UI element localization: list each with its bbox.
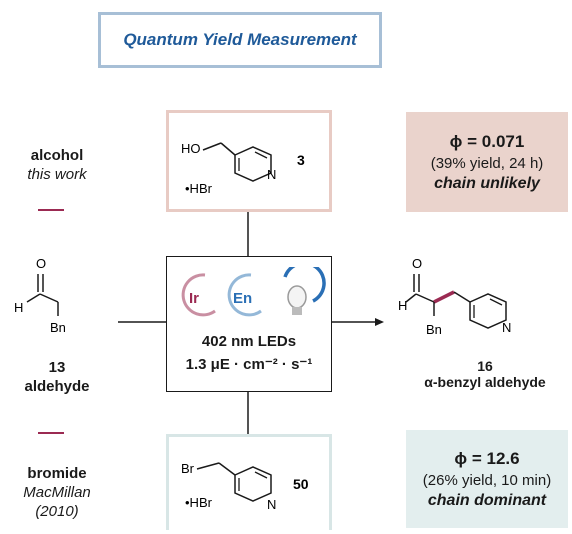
product-16-structure: O H Bn N <box>398 256 511 337</box>
alcohol-sub: this work <box>27 166 87 183</box>
aldehyde-13-structure: O H Bn <box>14 256 66 335</box>
lightbulb-icon <box>287 285 307 315</box>
bromide-sub: MacMillan <box>23 484 91 501</box>
result-bottom-box: ϕ = 12.6 (26% yield, 10 min) chain domin… <box>406 430 568 528</box>
o-atom: O <box>36 256 46 271</box>
bromide-name: bromide <box>27 465 87 482</box>
product-name: α-benzyl aldehyde <box>424 374 546 390</box>
verdict-bottom: chain dominant <box>427 491 547 509</box>
photon-flux: 1.3 μE · cm⁻² · s⁻¹ <box>185 356 313 373</box>
compound-number-16: 16 <box>477 358 493 374</box>
en-icon: En <box>233 290 252 307</box>
verdict-top: chain unlikely <box>434 174 540 192</box>
title-box: Quantum Yield Measurement <box>98 12 382 68</box>
compound-number-13: 13 <box>48 359 66 376</box>
compound-50-structure: Br N 50 •HBr <box>181 461 309 512</box>
aldehyde-name: aldehyde <box>24 378 90 395</box>
alcohol-label: alcohol this work <box>2 146 112 184</box>
hbr-salt: •HBr <box>185 181 213 196</box>
compound-number-50: 50 <box>293 476 309 492</box>
compound-number-3: 3 <box>297 152 305 168</box>
alcohol-name: alcohol <box>30 147 84 164</box>
hbr-salt-50: •HBr <box>185 495 213 510</box>
bromide-year: (2010) <box>35 503 79 520</box>
phi-bottom: ϕ = 12.6 <box>454 448 520 468</box>
divider-top <box>38 209 64 211</box>
conditions-box: Ir En 402 nm LEDs 1.3 μE · cm⁻² · s⁻¹ <box>166 256 332 392</box>
page-title: Quantum Yield Measurement <box>123 30 357 49</box>
compound-50-box: Br N 50 •HBr <box>166 434 332 530</box>
o-atom-product: O <box>412 256 422 271</box>
light-source: 402 nm LEDs <box>201 333 297 350</box>
ir-icon: Ir <box>189 290 199 307</box>
phi-top: ϕ = 0.071 <box>449 131 525 151</box>
compound-3-box: HO N 3 •HBr <box>166 110 332 212</box>
h-atom: H <box>14 300 23 315</box>
product-label: 16 α-benzyl aldehyde <box>398 358 572 390</box>
result-top-box: ϕ = 0.071 (39% yield, 24 h) chain unlike… <box>406 112 568 212</box>
catalyst-icons: Ir En <box>181 267 326 317</box>
n-atom: N <box>267 167 276 182</box>
yield-bottom: (26% yield, 10 min) <box>422 471 552 489</box>
n-atom-50: N <box>267 497 276 512</box>
compound-3-structure: HO N 3 •HBr <box>181 141 305 196</box>
br-group: Br <box>181 461 195 476</box>
bromide-label: bromide MacMillan (2010) <box>2 464 112 521</box>
h-atom-product: H <box>398 298 407 313</box>
bn-group-product: Bn <box>426 322 442 337</box>
aldehyde-label: 13 aldehyde <box>2 358 112 396</box>
yield-top: (39% yield, 24 h) <box>430 154 544 172</box>
divider-bottom <box>38 432 64 434</box>
oh-group: HO <box>181 141 201 156</box>
n-atom-product: N <box>502 320 511 335</box>
bn-group: Bn <box>50 320 66 335</box>
